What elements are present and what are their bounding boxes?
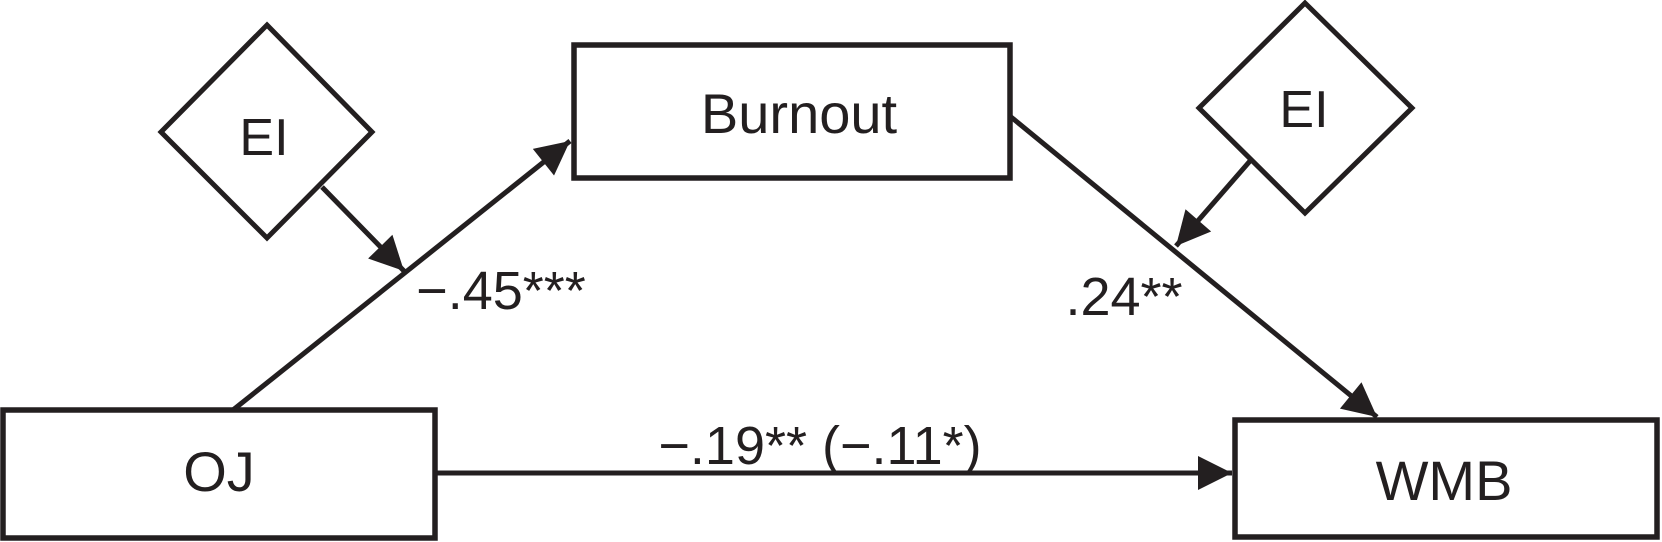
coefficient-burnout-wmb: .24**	[1065, 267, 1182, 327]
moderation-arrow-ei-right	[1174, 159, 1252, 248]
coefficient-oj-wmb: −.19** (−.11*)	[658, 416, 981, 476]
node-wmb-box	[1232, 417, 1660, 540]
node-oj-label: OJ	[183, 440, 255, 503]
path-burnout-to-wmb-arrow	[1009, 115, 1379, 419]
moderator-ei-left-diamond	[157, 21, 376, 242]
moderator-ei-right-label: EI	[1279, 81, 1328, 139]
path-oj-to-burnout-arrow	[231, 139, 572, 412]
moderation-arrow-ei-left	[320, 185, 406, 273]
moderator-ei-left-label: EI	[239, 109, 288, 167]
node-burnout-box	[571, 42, 1013, 181]
node-burnout-label: Burnout	[701, 82, 898, 145]
node-oj-box	[0, 407, 438, 541]
moderator-ei-right-diamond	[1195, 0, 1416, 217]
node-wmb-label: WMB	[1376, 449, 1513, 512]
coefficient-oj-burnout: −.45***	[416, 261, 586, 321]
